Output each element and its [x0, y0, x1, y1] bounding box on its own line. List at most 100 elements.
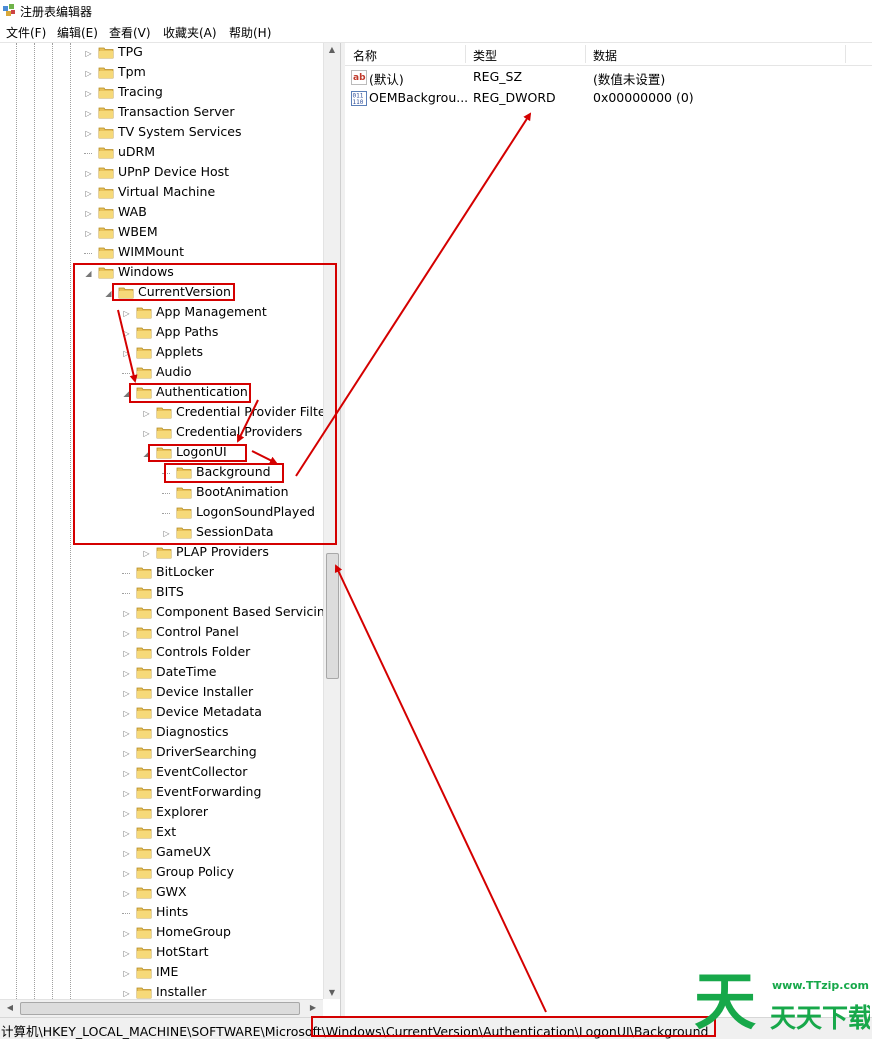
expand-arrow-icon[interactable]: ▷ — [85, 109, 92, 118]
tree-node-tpm[interactable]: ▷Tpm — [0, 63, 340, 83]
tree-node-eventforwarding[interactable]: ▷EventForwarding — [0, 783, 340, 803]
tree-node-background[interactable]: Background — [0, 463, 340, 483]
expand-arrow-icon[interactable]: ▷ — [123, 769, 130, 778]
expand-arrow-icon[interactable]: ▷ — [123, 829, 130, 838]
tree-node-udrm[interactable]: uDRM — [0, 143, 340, 163]
column-divider[interactable] — [845, 45, 846, 63]
tree-node-controls-folder[interactable]: ▷Controls Folder — [0, 643, 340, 663]
tree-node-gwx[interactable]: ▷GWX — [0, 883, 340, 903]
tree-node-wbem[interactable]: ▷WBEM — [0, 223, 340, 243]
expand-arrow-icon[interactable]: ▷ — [123, 989, 130, 998]
expand-arrow-icon[interactable]: ▷ — [123, 749, 130, 758]
tree-node-credential-provider-filters[interactable]: ▷Credential Provider Filters — [0, 403, 340, 423]
expand-arrow-icon[interactable]: ▷ — [143, 409, 150, 418]
column-header-type[interactable]: 类型 — [473, 49, 498, 63]
tree-node-app-management[interactable]: ▷App Management — [0, 303, 340, 323]
tree-node-bitlocker[interactable]: BitLocker — [0, 563, 340, 583]
tree-node-homegroup[interactable]: ▷HomeGroup — [0, 923, 340, 943]
tree-node-applets[interactable]: ▷Applets — [0, 343, 340, 363]
value-row[interactable]: ab (默认) REG_SZ (数值未设置) — [345, 67, 872, 87]
scroll-up-arrow-icon[interactable]: ▲ — [328, 45, 336, 54]
expand-arrow-icon[interactable]: ▷ — [163, 529, 170, 538]
column-header-name[interactable]: 名称 — [353, 49, 378, 63]
tree-node-device-installer[interactable]: ▷Device Installer — [0, 683, 340, 703]
expand-arrow-icon[interactable]: ▷ — [123, 969, 130, 978]
tree-node-logonui[interactable]: ◢LogonUI — [0, 443, 340, 463]
tree-node-logonsoundplayed[interactable]: LogonSoundPlayed — [0, 503, 340, 523]
tree-node-currentversion[interactable]: ◢CurrentVersion — [0, 283, 340, 303]
expand-arrow-icon[interactable]: ▷ — [123, 729, 130, 738]
scroll-down-arrow-icon[interactable]: ▼ — [328, 988, 336, 997]
column-header-data[interactable]: 数据 — [593, 49, 618, 63]
tree-node-bootanimation[interactable]: BootAnimation — [0, 483, 340, 503]
expand-arrow-icon[interactable]: ▷ — [123, 629, 130, 638]
expand-arrow-icon[interactable]: ▷ — [85, 209, 92, 218]
value-list[interactable]: 名称 类型 数据 ab (默认) REG_SZ (数值未设置) 011 110 … — [345, 43, 872, 1017]
tree-node-device-metadata[interactable]: ▷Device Metadata — [0, 703, 340, 723]
tree-node-tpg[interactable]: ▷TPG — [0, 43, 340, 63]
tree-node-gameux[interactable]: ▷GameUX — [0, 843, 340, 863]
expand-arrow-icon[interactable]: ▷ — [85, 69, 92, 78]
expand-arrow-icon[interactable]: ▷ — [123, 849, 130, 858]
tree-node-control-panel[interactable]: ▷Control Panel — [0, 623, 340, 643]
tree-node-sessiondata[interactable]: ▷SessionData — [0, 523, 340, 543]
tree-node-authentication[interactable]: ◢Authentication — [0, 383, 340, 403]
tree-node-group-policy[interactable]: ▷Group Policy — [0, 863, 340, 883]
expand-arrow-icon[interactable]: ▷ — [123, 889, 130, 898]
scrollbar-thumb[interactable] — [326, 553, 339, 679]
tree-vertical-scrollbar[interactable]: ▲ ▼ — [323, 43, 340, 999]
tree-node-windows[interactable]: ◢Windows — [0, 263, 340, 283]
tree-node-transaction-server[interactable]: ▷Transaction Server — [0, 103, 340, 123]
expand-arrow-icon[interactable]: ▷ — [123, 329, 130, 338]
expand-arrow-icon[interactable]: ▷ — [123, 669, 130, 678]
tree-node-audio[interactable]: Audio — [0, 363, 340, 383]
expand-arrow-icon[interactable]: ▷ — [123, 949, 130, 958]
tree-node-diagnostics[interactable]: ▷Diagnostics — [0, 723, 340, 743]
tree-node-virtual-machine[interactable]: ▷Virtual Machine — [0, 183, 340, 203]
expand-arrow-icon[interactable]: ▷ — [123, 649, 130, 658]
expand-arrow-icon[interactable]: ▷ — [143, 549, 150, 558]
tree-node-component-based-servicing[interactable]: ▷Component Based Servicing — [0, 603, 340, 623]
expand-arrow-icon[interactable]: ▷ — [85, 129, 92, 138]
value-row[interactable]: 011 110 OEMBackgrou... REG_DWORD 0x00000… — [345, 88, 872, 108]
tree-horizontal-scrollbar[interactable]: ◀ ▶ — [0, 999, 323, 1017]
scrollbar-thumb[interactable] — [20, 1002, 300, 1015]
expand-arrow-icon[interactable]: ▷ — [85, 89, 92, 98]
tree-node-plap-providers[interactable]: ▷PLAP Providers — [0, 543, 340, 563]
menu-file[interactable]: 文件(F) — [6, 26, 47, 40]
tree-node-installer[interactable]: ▷Installer — [0, 983, 340, 1003]
tree-node-tracing[interactable]: ▷Tracing — [0, 83, 340, 103]
tree-node-eventcollector[interactable]: ▷EventCollector — [0, 763, 340, 783]
tree-node-wimmount[interactable]: WIMMount — [0, 243, 340, 263]
tree-node-datetime[interactable]: ▷DateTime — [0, 663, 340, 683]
tree-node-hints[interactable]: Hints — [0, 903, 340, 923]
menu-edit[interactable]: 编辑(E) — [57, 26, 98, 40]
tree-node-credential-providers[interactable]: ▷Credential Providers — [0, 423, 340, 443]
tree-node-driversearching[interactable]: ▷DriverSearching — [0, 743, 340, 763]
tree-node-tv-system-services[interactable]: ▷TV System Services — [0, 123, 340, 143]
tree-node-wab[interactable]: ▷WAB — [0, 203, 340, 223]
collapse-arrow-icon[interactable]: ◢ — [105, 289, 112, 298]
menu-favorites[interactable]: 收藏夹(A) — [163, 26, 217, 40]
collapse-arrow-icon[interactable]: ◢ — [143, 449, 150, 458]
expand-arrow-icon[interactable]: ▷ — [123, 869, 130, 878]
expand-arrow-icon[interactable]: ▷ — [123, 789, 130, 798]
tree-node-app-paths[interactable]: ▷App Paths — [0, 323, 340, 343]
scroll-right-arrow-icon[interactable]: ▶ — [309, 1003, 317, 1012]
expand-arrow-icon[interactable]: ▷ — [123, 309, 130, 318]
expand-arrow-icon[interactable]: ▷ — [143, 429, 150, 438]
scroll-left-arrow-icon[interactable]: ◀ — [6, 1003, 14, 1012]
tree-node-ime[interactable]: ▷IME — [0, 963, 340, 983]
expand-arrow-icon[interactable]: ▷ — [85, 189, 92, 198]
expand-arrow-icon[interactable]: ▷ — [123, 349, 130, 358]
menu-help[interactable]: 帮助(H) — [229, 26, 272, 40]
expand-arrow-icon[interactable]: ▷ — [123, 809, 130, 818]
column-divider[interactable] — [585, 45, 586, 63]
tree-node-explorer[interactable]: ▷Explorer — [0, 803, 340, 823]
collapse-arrow-icon[interactable]: ◢ — [85, 269, 92, 278]
column-divider[interactable] — [465, 45, 466, 63]
expand-arrow-icon[interactable]: ▷ — [123, 929, 130, 938]
menu-view[interactable]: 查看(V) — [109, 26, 151, 40]
expand-arrow-icon[interactable]: ▷ — [85, 169, 92, 178]
tree-node-ext[interactable]: ▷Ext — [0, 823, 340, 843]
